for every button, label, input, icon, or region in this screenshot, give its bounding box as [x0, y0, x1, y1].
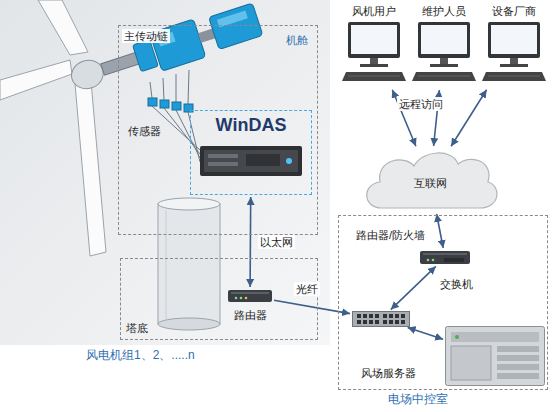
edge-label: 光纤: [294, 282, 320, 296]
rotor-blades: [0, 0, 106, 256]
connector-arrow: [391, 266, 436, 309]
node-label: 互联网: [414, 176, 447, 190]
tower-cylinder: [158, 198, 220, 330]
sensor-symbols: [148, 70, 200, 162]
switch-icon: [352, 311, 410, 327]
connector-arrow: [408, 328, 444, 340]
node-label: 设备厂商: [492, 4, 536, 18]
nacelle-drivetrain: [66, 0, 264, 98]
part-label: 主传动链: [122, 29, 170, 43]
tower-base-region: 塔底 路由器: [120, 258, 318, 340]
node-label: 塔底: [126, 321, 148, 335]
switch-device: 交换机: [352, 311, 410, 327]
illustration-ground: [0, 0, 330, 345]
node-label: 路由器: [234, 308, 267, 322]
node-label: 风机用户: [352, 4, 396, 18]
windas-unit: WinDAS: [190, 110, 312, 195]
rack-server-icon: [445, 326, 545, 386]
node-label: 交换机: [440, 277, 473, 291]
firewall-router-device: 路由器/防火墙: [420, 250, 470, 265]
remote-computer: 风机用户: [340, 4, 408, 88]
note-label: 远程访问: [397, 97, 445, 111]
group-caption: 风电机组1、2、.....n: [86, 348, 195, 363]
node-label: 电场中控室: [388, 392, 448, 407]
firewall-icon: [420, 250, 470, 265]
remote-computer: 维护人员: [410, 4, 478, 88]
node-label: 路由器/防火墙: [356, 228, 425, 242]
connector-arrow: [249, 197, 251, 287]
remote-computer: 设备厂商: [480, 4, 548, 88]
router-icon: [228, 289, 272, 303]
node-label: 维护人员: [422, 4, 466, 18]
farm-server-device: 风场服务器: [445, 326, 545, 386]
connector-arrow: [437, 214, 444, 248]
router-device: 路由器: [228, 289, 272, 303]
node-label: WinDAS: [216, 114, 287, 136]
internet-cloud: 互联网: [360, 148, 500, 212]
connector-arrow: [451, 90, 487, 147]
node-label: 机舱: [286, 33, 308, 47]
node-label: 风场服务器: [361, 366, 416, 380]
edge-label: 以太网: [258, 235, 295, 249]
connector-arrow: [274, 300, 350, 313]
part-label: 传感器: [128, 124, 161, 138]
control-room-region: 电场中控室路由器/防火墙交换机风场服务器: [338, 215, 548, 390]
